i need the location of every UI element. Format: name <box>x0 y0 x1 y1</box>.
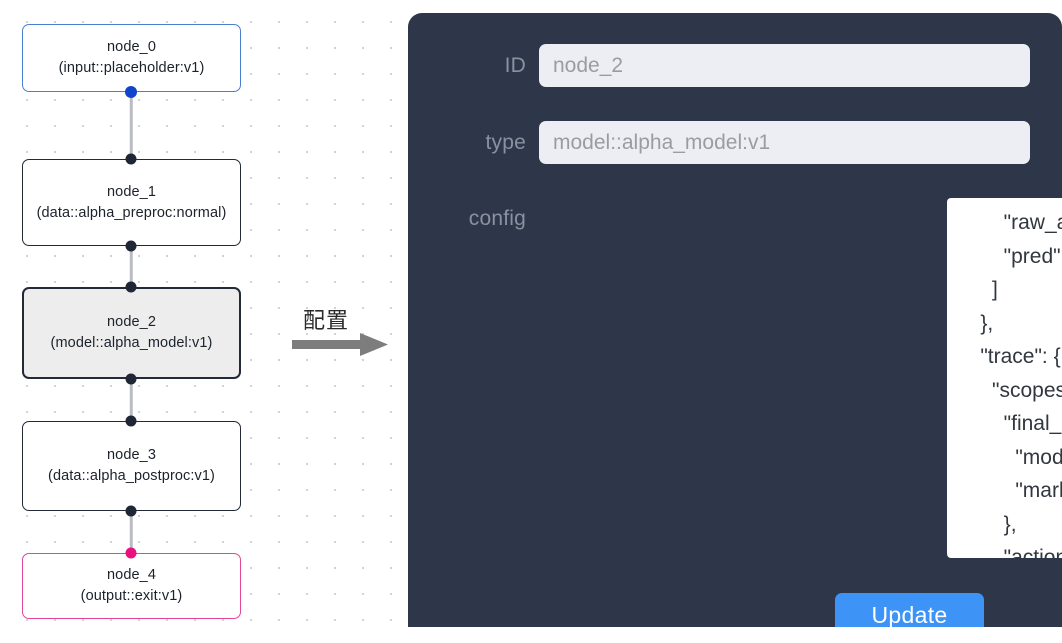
config-textarea[interactable]: "raw_action", "pred" ] }, "trace": { "sc… <box>947 198 1062 558</box>
edge-1-2 <box>129 245 133 285</box>
node-handle-target-node_2[interactable] <box>125 281 137 293</box>
node-handle-source-node_1[interactable] <box>125 240 137 252</box>
id-input[interactable] <box>539 44 1030 87</box>
node-config-panel: ID type config "raw_action", "pred" ] },… <box>408 13 1062 627</box>
annotation-label: 配置 <box>303 309 350 334</box>
config-field-label: config <box>468 207 526 230</box>
graph-node-node_2[interactable]: node_2 (model::alpha_model:v1) <box>22 287 241 379</box>
edge-2-3 <box>129 378 133 420</box>
node-type-label: (data::alpha_preproc:normal) <box>36 204 227 221</box>
id-field-label: ID <box>504 53 526 77</box>
edge-3-4 <box>129 510 133 552</box>
node-handle-target-node_4[interactable] <box>125 547 137 559</box>
node-handle-target-node_1[interactable] <box>125 153 137 165</box>
node-handle-target-node_3[interactable] <box>125 415 137 427</box>
field-row-id: ID <box>408 44 1048 87</box>
type-input[interactable] <box>539 121 1030 164</box>
node-handle-source-node_2[interactable] <box>125 373 137 385</box>
annotation-arrow-icon <box>292 333 388 356</box>
node-handle-source-node_3[interactable] <box>125 505 137 517</box>
node-type-label: (output::exit:v1) <box>80 588 183 604</box>
node-id-label: node_3 <box>107 447 156 464</box>
node-id-label: node_0 <box>107 39 156 56</box>
node-type-label: (input::placeholder:v1) <box>58 60 205 76</box>
node-type-label: (model::alpha_model:v1) <box>50 335 213 351</box>
config-textarea-wrap: "raw_action", "pred" ] }, "trace": { "sc… <box>947 198 1062 558</box>
node-handle-source-node_0[interactable] <box>125 86 137 98</box>
graph-node-node_1[interactable]: node_1 (data::alpha_preproc:normal) <box>22 159 241 246</box>
edge-0-1 <box>129 91 133 160</box>
node-id-label: node_1 <box>107 183 156 200</box>
node-id-label: node_4 <box>107 567 156 584</box>
field-row-type: type <box>408 121 1048 164</box>
graph-node-node_4[interactable]: node_4 (output::exit:v1) <box>22 553 241 619</box>
type-field-label: type <box>485 130 526 154</box>
graph-node-node_0[interactable]: node_0 (input::placeholder:v1) <box>22 24 241 92</box>
node-type-label: (data::alpha_postproc:v1) <box>48 468 215 484</box>
update-button[interactable]: Update <box>835 593 984 627</box>
node-id-label: node_2 <box>107 314 156 331</box>
graph-node-node_3[interactable]: node_3 (data::alpha_postproc:v1) <box>22 421 241 511</box>
